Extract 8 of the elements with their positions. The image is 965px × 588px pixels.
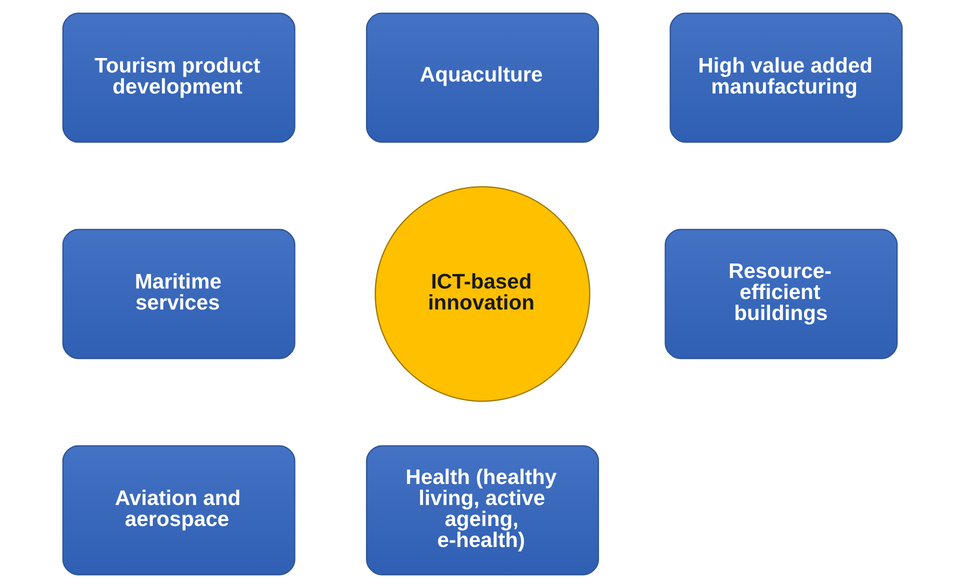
node-box: Health (healthy living, active ageing, e-health) xyxy=(366,445,599,576)
node-box: High value added manufacturing xyxy=(670,12,903,143)
node-box: Tourism product development xyxy=(62,12,296,143)
node-box: Aquaculture xyxy=(366,12,599,143)
node-box: Aviation and aerospace xyxy=(62,445,296,576)
node-box: Resource-efficient buildings xyxy=(664,228,898,360)
node-circle: ICT-based innovation xyxy=(374,186,590,402)
node-box: Maritime services xyxy=(62,228,296,360)
